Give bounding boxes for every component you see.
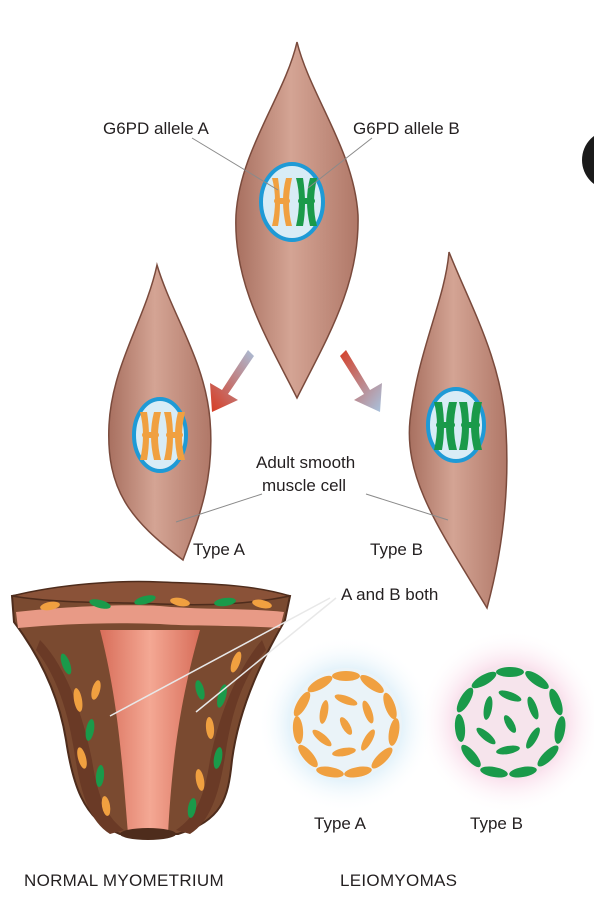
leiomyomas-caption: LEIOMYOMAS (340, 871, 457, 890)
type-b-cell (408, 251, 508, 610)
ab-both-label: A and B both (341, 585, 438, 604)
allele-b-chromosome-icon (296, 178, 317, 226)
allele-a-pointer (191, 137, 279, 191)
type-b-chromosome-icon (434, 402, 482, 450)
allele-b-pointer (307, 137, 373, 189)
leiomyoma-type-a (258, 636, 434, 812)
adult-cell-label-line1: Adult smooth (256, 453, 355, 472)
leiomyoma-type-b (418, 630, 594, 814)
adult-cell-pointer-right (365, 493, 449, 521)
type-a-cell-label: Type A (193, 540, 246, 559)
myometrium-cells (40, 595, 272, 818)
arrow-left-icon (210, 350, 258, 412)
ab-both-pointer-left (109, 597, 331, 717)
allele-b-label: G6PD allele B (353, 119, 460, 138)
type-a-chromosome-icon (140, 412, 185, 460)
ab-both-pointer-right (195, 597, 337, 713)
arrow-right-icon (336, 350, 382, 412)
progenitor-cell (235, 41, 359, 400)
adult-cell-label-line2: muscle cell (262, 476, 346, 495)
type-a-tumor-label: Type A (314, 814, 367, 833)
allele-a-label: G6PD allele A (103, 119, 209, 138)
type-a-cell (108, 262, 212, 562)
edge-circle (582, 136, 594, 184)
normal-myometrium-illustration (10, 580, 292, 840)
type-b-tumor-label: Type B (470, 814, 523, 833)
type-b-cell-label: Type B (370, 540, 423, 559)
adult-cell-pointer-left (175, 493, 263, 523)
normal-myometrium-caption: NORMAL MYOMETRIUM (24, 871, 224, 890)
